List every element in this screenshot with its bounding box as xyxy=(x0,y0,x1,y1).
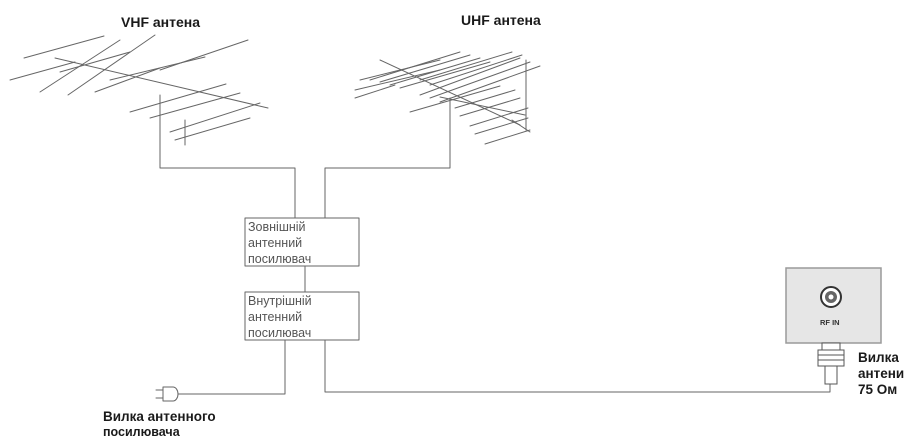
uhf-antenna xyxy=(354,51,541,145)
antenna-connector-icon xyxy=(817,342,845,385)
vhf-antenna xyxy=(9,34,269,146)
outdoor-amplifier-label: Зовнішній антенний посилювач xyxy=(248,220,312,266)
power-plug-label: Вилка антенного посилювача xyxy=(103,409,216,439)
indoor-amplifier-box xyxy=(244,291,360,341)
indoor-amplifier-label: Внутрішній антенний посилювач xyxy=(248,294,312,340)
outdoor-amplifier-box xyxy=(244,217,360,267)
uhf-antenna-label: UHF антена xyxy=(461,12,541,28)
power-cable xyxy=(176,339,286,395)
power-plug-icon xyxy=(155,386,186,402)
coax-cable xyxy=(324,339,831,393)
rf-in-label: RF IN xyxy=(820,318,840,327)
vhf-antenna-label: VHF антена xyxy=(121,14,201,30)
antenna-wiring xyxy=(159,94,451,219)
antenna-plug-label: Вилка антени 75 Ом xyxy=(858,350,905,397)
tv-rf-panel xyxy=(785,267,882,385)
